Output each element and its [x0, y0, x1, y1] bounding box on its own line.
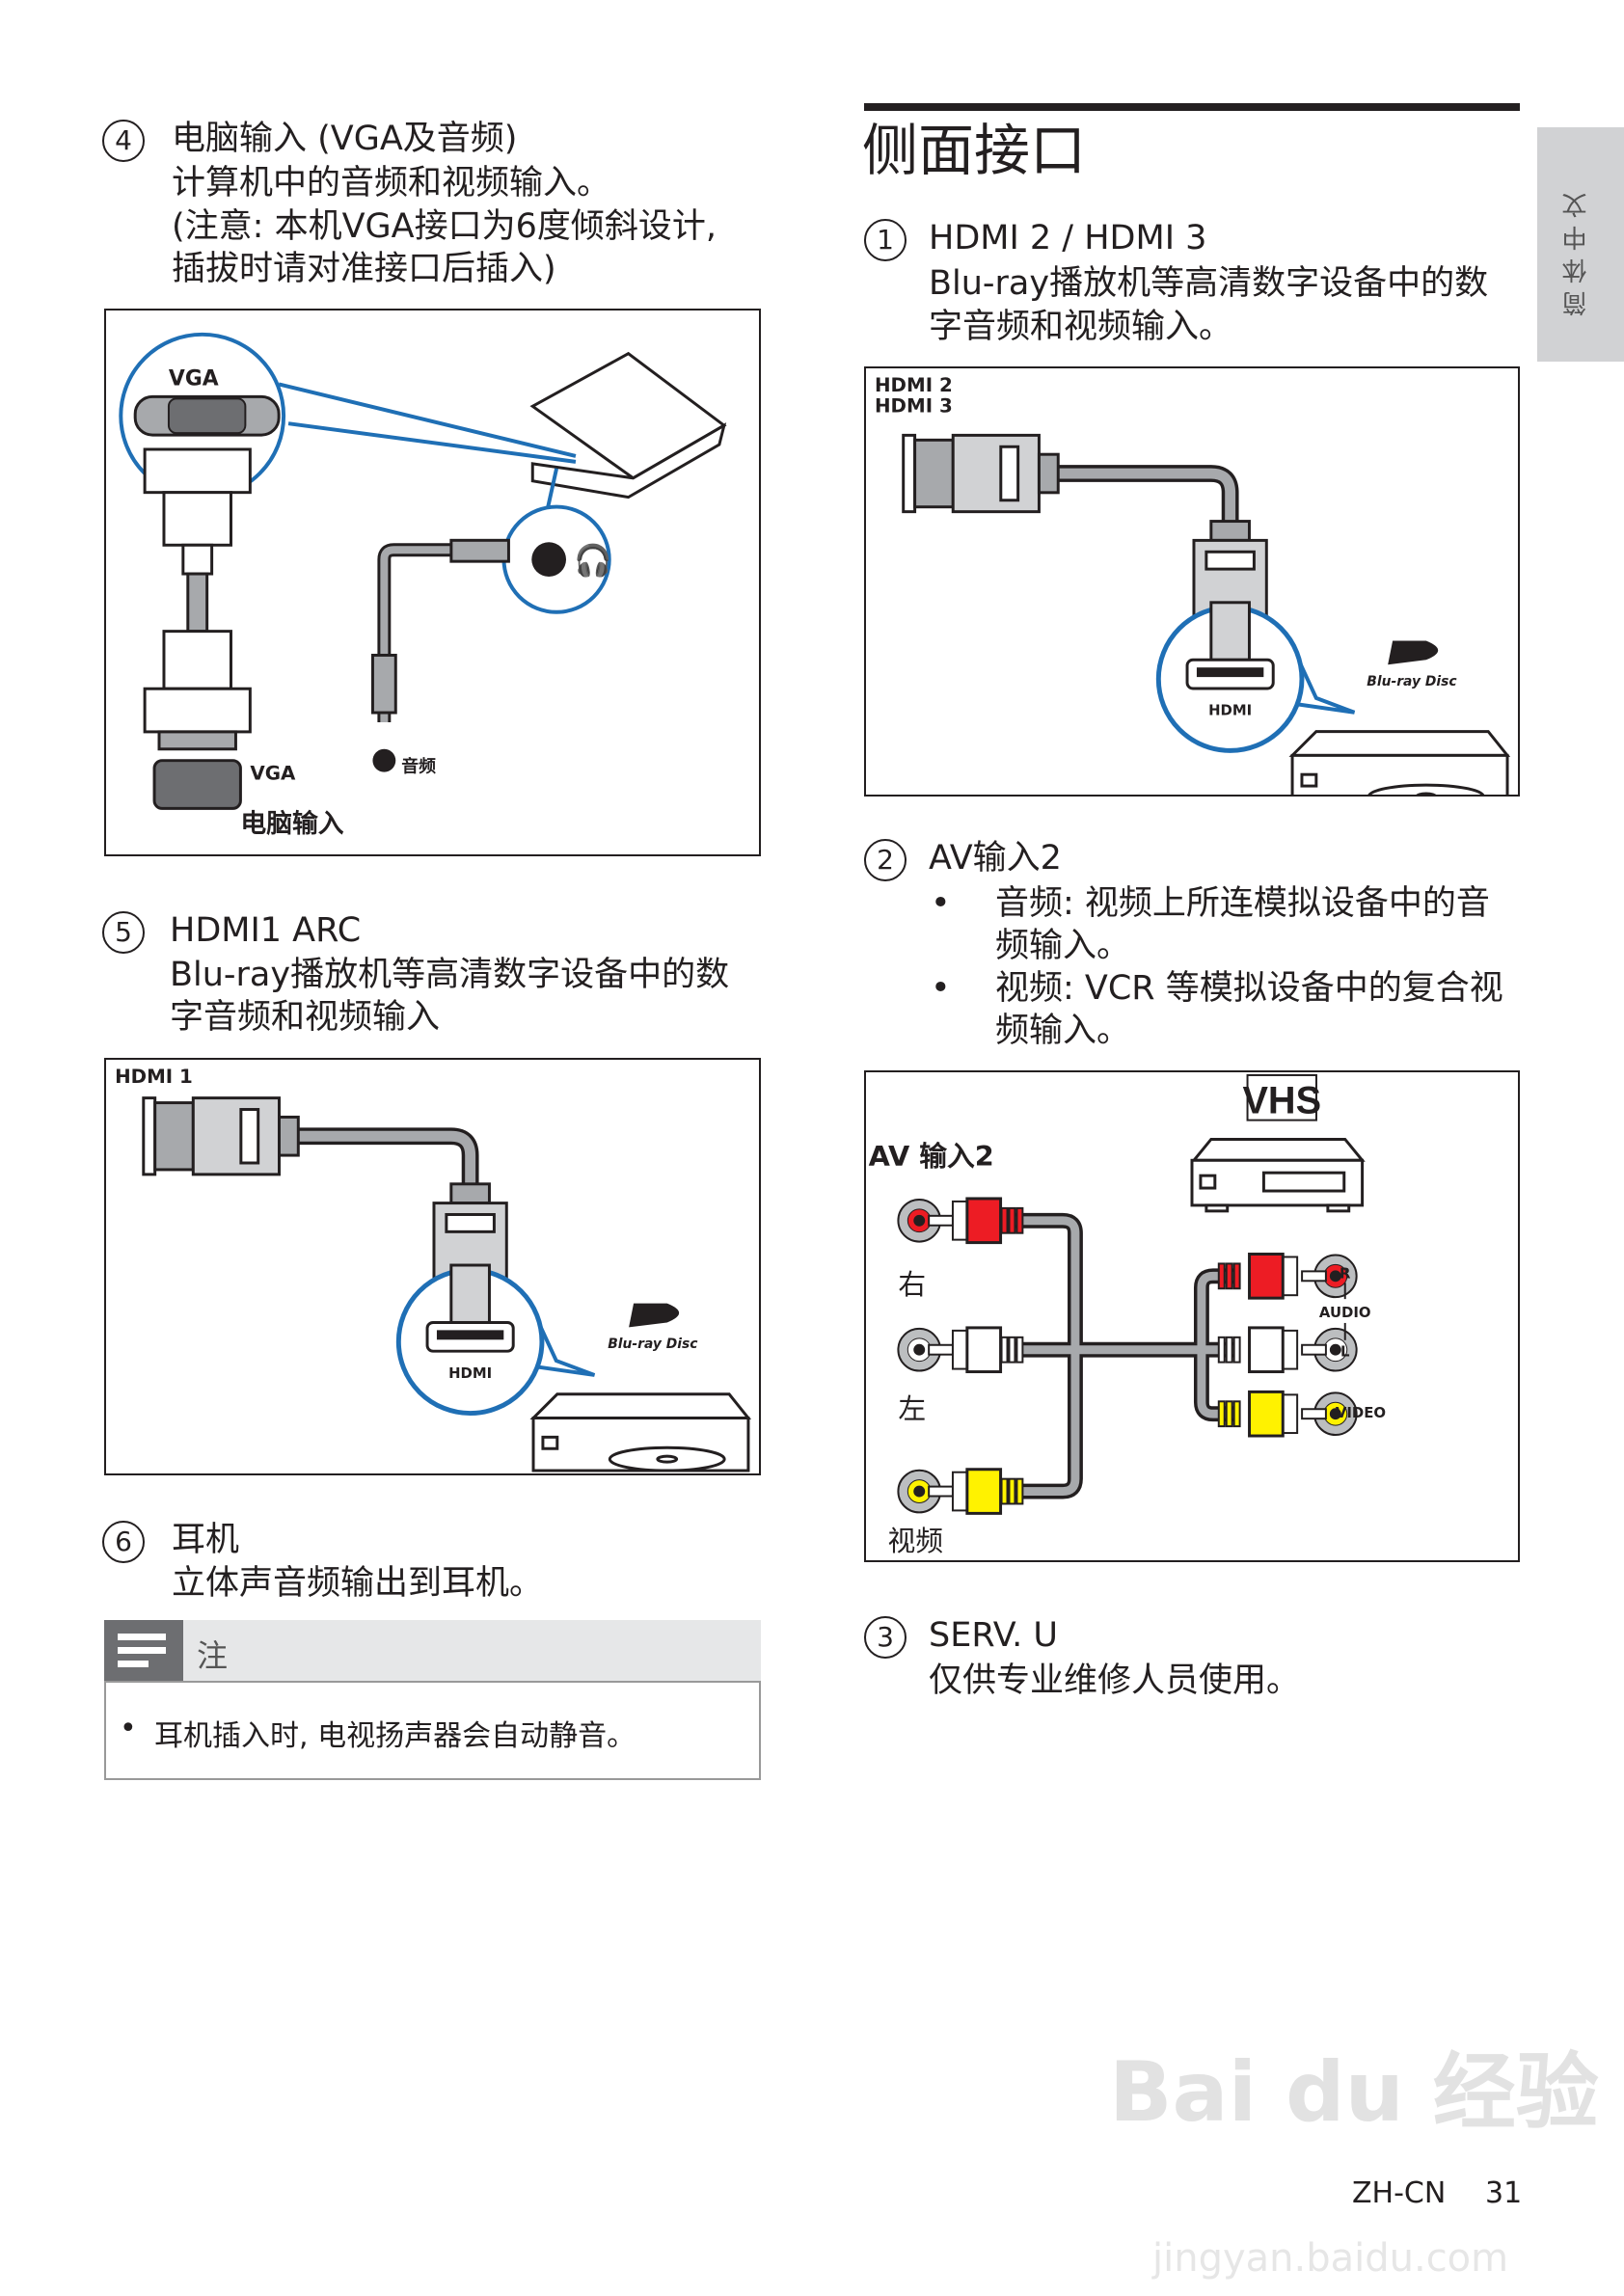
rca-plug	[897, 1197, 1024, 1245]
laptop-icon	[529, 351, 727, 500]
item2-bullet-video: 视频: VCR 等模拟设备中的复合视	[995, 969, 1503, 1008]
hdmi-cable	[902, 433, 1268, 629]
rca-plug	[1217, 1326, 1358, 1374]
bluray-logo-text: Blu-ray Disc	[1367, 674, 1457, 689]
vhs-logo-text: VHS	[1242, 1080, 1321, 1122]
bluray-player-icon	[529, 1392, 752, 1472]
audio-out-label: AUDIO	[1319, 1304, 1371, 1321]
item2-bullet-dot: •	[931, 884, 951, 923]
item2-bullet-audio: 音频: 视频上所连模拟设备中的音	[995, 884, 1490, 923]
vcr-player-icon	[1190, 1137, 1366, 1213]
item-number-4: 4	[102, 120, 145, 162]
bluray-logo-icon	[1388, 640, 1439, 665]
item2-bullet-video-cont: 频输入。	[995, 1012, 1131, 1050]
hdmi-plug-label: HDMI	[1208, 702, 1252, 719]
video-label: 视频	[887, 1525, 943, 1557]
item1-title: HDMI 2 / HDMI 3	[929, 219, 1207, 257]
item4-line: (注意: 本机VGA接口为6度倾斜设计,	[172, 207, 717, 246]
rca-plug	[1217, 1253, 1358, 1300]
item3-title: SERV. U	[929, 1616, 1059, 1655]
left-channel-label: 左	[898, 1392, 926, 1425]
hdmi-port-label: HDMI 2	[875, 374, 953, 396]
section-title: 侧面接口	[862, 118, 1087, 183]
vga-bottom-label: VGA	[250, 763, 296, 785]
diagram-hdmi1: HDMI 1 HDMI Blu-ray Disc	[104, 1058, 761, 1475]
bluray-player-icon	[1288, 730, 1511, 795]
item5-title: HDMI1 ARC	[170, 911, 362, 950]
l-label: L	[1340, 1343, 1350, 1361]
item6-line: 立体声音频输出到耳机。	[172, 1564, 544, 1603]
hdmi-cable	[142, 1096, 508, 1291]
bluray-logo-text: Blu-ray Disc	[608, 1337, 698, 1352]
hdmi-plug-label: HDMI	[448, 1364, 492, 1382]
av-illustration: VHS AV 输入2 右 左 视频 R AUDIO L VIDEO	[869, 1073, 1386, 1557]
item-number-5: 5	[102, 911, 145, 954]
item2-title: AV输入2	[929, 839, 1062, 878]
vhs-logo	[1246, 1073, 1317, 1121]
section-rule	[864, 103, 1520, 111]
pc-input-caption: 电脑输入	[240, 808, 343, 839]
rca-plug	[897, 1468, 1024, 1515]
item-number-1: 1	[864, 219, 907, 261]
pc-input-illustration: VGA VGA 🎧 音频 电脑输入	[119, 332, 727, 839]
item2-bullet-audio-cont: 频输入。	[995, 927, 1131, 965]
bluray-logo-icon	[629, 1303, 680, 1328]
vga-cable	[143, 447, 252, 751]
note-header: 注	[104, 1620, 761, 1681]
language-tab: 简体中文	[1537, 127, 1624, 362]
note-text: 耳机插入时, 电视扬声器会自动静音。	[154, 1719, 636, 1753]
audio-jack-icon	[372, 748, 396, 772]
baidu-watermark: Bai du 经验	[1109, 2044, 1599, 2141]
rca-plug	[1217, 1390, 1358, 1438]
item5-line: Blu-ray播放机等高清数字设备中的数	[170, 956, 730, 994]
video-out-label: VIDEO	[1336, 1404, 1386, 1421]
item5-line: 字音频和视频输入	[170, 998, 441, 1037]
vga-top-label: VGA	[169, 366, 219, 391]
item6-title: 耳机	[172, 1521, 240, 1559]
hdmi1-illustration: HDMI 1 HDMI Blu-ray Disc	[115, 1066, 752, 1472]
headphone-icon: 🎧	[574, 543, 612, 579]
av-cable	[1015, 1212, 1240, 1499]
footer-lang: ZH-CN	[1352, 2176, 1447, 2210]
item4-title: 电脑输入 (VGA及音频)	[172, 120, 518, 158]
baidu-watermark-url: jingyan.baidu.com	[1152, 2236, 1509, 2281]
item1-line: Blu-ray播放机等高清数字设备中的数	[929, 264, 1489, 303]
av-input-label: AV 输入2	[869, 1140, 994, 1173]
item-number-3: 3	[864, 1616, 907, 1659]
rca-plug	[897, 1326, 1024, 1374]
note-body: • 耳机插入时, 电视扬声器会自动静音。	[104, 1681, 761, 1780]
item3-line: 仅供专业维修人员使用。	[929, 1661, 1301, 1700]
item-number-6: 6	[102, 1521, 145, 1563]
item2-bullet-dot: •	[931, 969, 951, 1008]
footer-page: 31	[1485, 2176, 1523, 2210]
hdmi-port-label: HDMI 1	[115, 1066, 193, 1088]
note-bullet: •	[120, 1712, 137, 1745]
av-cables	[897, 1197, 1358, 1515]
note-title: 注	[197, 1637, 229, 1674]
r-label: R	[1340, 1264, 1351, 1282]
language-tab-label: 简体中文	[1562, 185, 1591, 316]
note-icon	[104, 1620, 183, 1681]
item-number-2: 2	[864, 839, 907, 881]
item4-line: 插拔时请对准接口后插入)	[172, 250, 556, 288]
hdmi-port-label: HDMI 3	[875, 395, 953, 418]
item4-line: 计算机中的音频和视频输入。	[172, 164, 611, 203]
right-channel-label: 右	[898, 1268, 926, 1301]
diagram-pc-input: VGA VGA 🎧 音频 电脑输入	[104, 309, 761, 856]
diagram-av-input: VHS AV 输入2 右 左 视频 R AUDIO L VIDEO	[864, 1070, 1520, 1562]
item1-line: 字音频和视频输入。	[929, 308, 1233, 346]
vga-port-bottom-icon	[152, 759, 242, 810]
audio-label: 音频	[401, 756, 436, 777]
